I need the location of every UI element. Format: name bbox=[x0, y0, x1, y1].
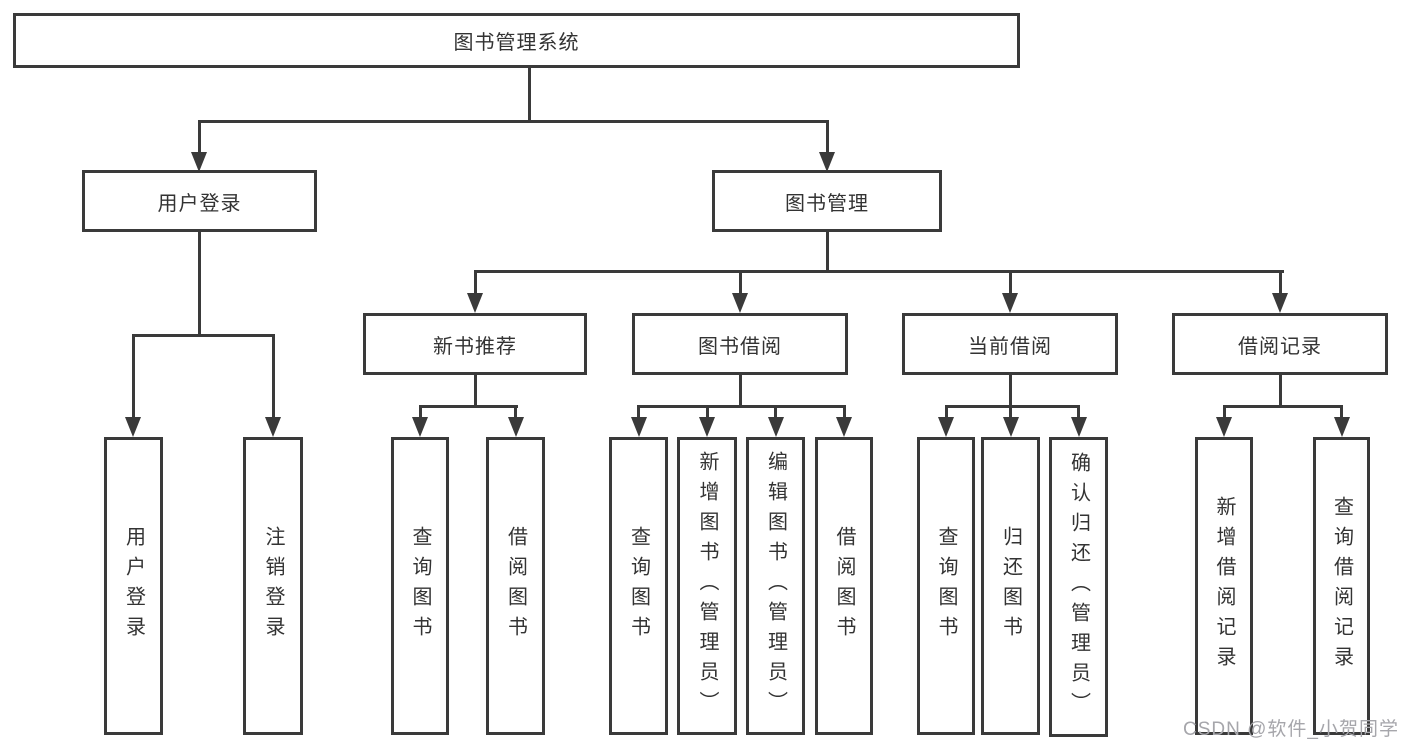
connector-drop-leaf bbox=[706, 405, 709, 418]
arrow-down-icon bbox=[768, 417, 784, 437]
leaf-add-borrow-record: 新增借阅记录 bbox=[1195, 437, 1253, 735]
connector-borrow-bar bbox=[637, 405, 846, 408]
node-root: 图书管理系统 bbox=[13, 13, 1020, 68]
arrow-down-icon bbox=[467, 293, 483, 313]
connector-newbook-stem bbox=[474, 375, 477, 406]
arrow-down-icon bbox=[631, 417, 647, 437]
connector-drop-leaf bbox=[132, 334, 135, 418]
connector-bookmgmt-bar bbox=[474, 270, 1284, 273]
connector-newbook-bar bbox=[419, 405, 518, 408]
node-new-book-recommend-label: 新书推荐 bbox=[433, 335, 517, 358]
connector-current-bar bbox=[945, 405, 1080, 408]
leaf-add-book-admin-label: 新增图书（管理员） bbox=[696, 451, 718, 721]
leaf-user-login-label: 用户登录 bbox=[122, 526, 145, 646]
connector-drop-leaf bbox=[1223, 405, 1226, 418]
node-current-borrow-label: 当前借阅 bbox=[968, 335, 1052, 358]
node-book-borrow-label: 图书借阅 bbox=[698, 335, 782, 358]
leaf-query-books-borrow: 查询图书 bbox=[609, 437, 668, 735]
connector-root-bar bbox=[198, 120, 829, 123]
leaf-query-books-current-label: 查询图书 bbox=[935, 526, 957, 646]
leaf-query-books-current: 查询图书 bbox=[917, 437, 975, 735]
leaf-borrow-books-recommend-label: 借阅图书 bbox=[504, 526, 527, 646]
connector-drop-leaf bbox=[1340, 405, 1343, 418]
arrow-down-icon bbox=[191, 152, 207, 172]
arrow-down-icon bbox=[836, 417, 852, 437]
connector-drop-records bbox=[1279, 270, 1282, 294]
connector-drop-leaf bbox=[272, 334, 275, 418]
arrow-down-icon bbox=[265, 417, 281, 437]
leaf-user-login: 用户登录 bbox=[104, 437, 163, 735]
connector-drop-borrow bbox=[739, 270, 742, 294]
node-book-management: 图书管理 bbox=[712, 170, 942, 232]
connector-drop-leaf bbox=[945, 405, 948, 418]
connector-drop-leaf bbox=[514, 405, 517, 418]
connector-drop-leaf bbox=[843, 405, 846, 418]
node-borrow-records: 借阅记录 bbox=[1172, 313, 1388, 375]
node-book-borrow: 图书借阅 bbox=[632, 313, 848, 375]
leaf-borrow-books-borrow: 借阅图书 bbox=[815, 437, 873, 735]
connector-drop-login bbox=[198, 120, 201, 153]
leaf-logout: 注销登录 bbox=[243, 437, 303, 735]
connector-drop-leaf bbox=[419, 405, 422, 418]
leaf-borrow-books-borrow-label: 借阅图书 bbox=[833, 526, 855, 646]
leaf-add-book-admin: 新增图书（管理员） bbox=[677, 437, 737, 735]
connector-drop-leaf bbox=[1077, 405, 1080, 418]
connector-login-bar bbox=[132, 334, 275, 337]
connector-bookmgmt-stem bbox=[826, 232, 829, 272]
arrow-down-icon bbox=[125, 417, 141, 437]
connector-drop-leaf bbox=[1009, 405, 1012, 418]
node-borrow-records-label: 借阅记录 bbox=[1238, 335, 1322, 358]
arrow-down-icon bbox=[1071, 417, 1087, 437]
leaf-confirm-return-admin: 确认归还（管理员） bbox=[1049, 437, 1108, 737]
connector-drop-newbook bbox=[474, 270, 477, 294]
connector-current-stem bbox=[1009, 375, 1012, 406]
arrow-down-icon bbox=[1216, 417, 1232, 437]
leaf-edit-book-admin-label: 编辑图书（管理员） bbox=[764, 451, 787, 721]
leaf-query-books-recommend: 查询图书 bbox=[391, 437, 449, 735]
arrow-down-icon bbox=[819, 152, 835, 172]
node-user-login: 用户登录 bbox=[82, 170, 317, 232]
connector-records-bar bbox=[1223, 405, 1343, 408]
arrow-down-icon bbox=[732, 293, 748, 313]
leaf-return-book-label: 归还图书 bbox=[999, 526, 1022, 646]
leaf-query-books-borrow-label: 查询图书 bbox=[627, 526, 650, 646]
leaf-logout-label: 注销登录 bbox=[262, 526, 284, 646]
arrow-down-icon bbox=[412, 417, 428, 437]
leaf-query-books-recommend-label: 查询图书 bbox=[409, 526, 431, 646]
leaf-confirm-return-admin-label: 确认归还（管理员） bbox=[1067, 452, 1090, 722]
leaf-borrow-books-recommend: 借阅图书 bbox=[486, 437, 545, 735]
connector-login-stem bbox=[198, 232, 201, 334]
connector-records-stem bbox=[1279, 375, 1282, 406]
leaf-edit-book-admin: 编辑图书（管理员） bbox=[746, 437, 805, 735]
connector-drop-leaf bbox=[637, 405, 640, 418]
arrow-down-icon bbox=[508, 417, 524, 437]
leaf-return-book: 归还图书 bbox=[981, 437, 1040, 735]
arrow-down-icon bbox=[938, 417, 954, 437]
arrow-down-icon bbox=[699, 417, 715, 437]
node-book-management-label: 图书管理 bbox=[785, 192, 869, 215]
arrow-down-icon bbox=[1334, 417, 1350, 437]
arrow-down-icon bbox=[1002, 293, 1018, 313]
connector-drop-current bbox=[1009, 270, 1012, 294]
node-new-book-recommend: 新书推荐 bbox=[363, 313, 587, 375]
leaf-query-borrow-record-label: 查询借阅记录 bbox=[1330, 496, 1353, 676]
connector-root-stem bbox=[528, 68, 531, 121]
connector-drop-bookmgmt bbox=[826, 120, 829, 153]
arrow-down-icon bbox=[1003, 417, 1019, 437]
leaf-add-borrow-record-label: 新增借阅记录 bbox=[1213, 496, 1235, 676]
node-current-borrow: 当前借阅 bbox=[902, 313, 1118, 375]
connector-borrow-stem bbox=[739, 375, 742, 406]
leaf-query-borrow-record: 查询借阅记录 bbox=[1313, 437, 1370, 735]
node-root-label: 图书管理系统 bbox=[453, 32, 580, 54]
csdn-watermark: CSDN @软件_小贺同学 bbox=[1183, 719, 1399, 740]
arrow-down-icon bbox=[1272, 293, 1288, 313]
node-user-login-label: 用户登录 bbox=[157, 192, 242, 215]
connector-drop-leaf bbox=[774, 405, 777, 418]
